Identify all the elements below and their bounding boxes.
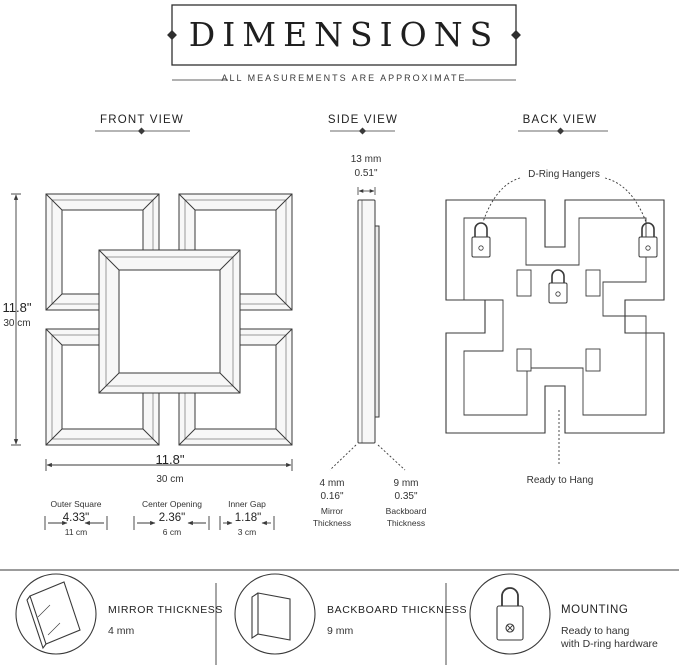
footer-rules bbox=[0, 569, 679, 665]
page-subtitle: ALL MEASUREMENTS ARE APPROXIMATE bbox=[221, 73, 467, 83]
inner-gap-cm: 3 cm bbox=[237, 527, 257, 537]
center-opening-inches: 2.36" bbox=[158, 512, 186, 524]
backboard-thickness-label-1: Backboard bbox=[385, 506, 427, 516]
footer-mirror-value: 4 mm bbox=[108, 625, 135, 637]
footer-mounting-value-2: with D-ring hardware bbox=[561, 638, 658, 650]
outer-square-cm: 11 cm bbox=[64, 527, 88, 537]
mirror-slab-icon bbox=[15, 573, 97, 655]
inner-gap-inches: 1.18" bbox=[234, 512, 262, 524]
footer-backboard-value: 9 mm bbox=[327, 625, 354, 637]
mirror-thickness-label-1: Mirror bbox=[320, 506, 344, 516]
width-inches: 11.8" bbox=[155, 452, 185, 467]
footer-mirror-heading: MIRROR THICKNESS bbox=[108, 604, 223, 616]
footer-mounting-value-1: Ready to hang bbox=[561, 625, 630, 637]
total-thickness-mm: 13 mm bbox=[350, 154, 382, 165]
height-inches: 11.8" bbox=[2, 300, 32, 315]
side-view-label: SIDE VIEW bbox=[327, 114, 399, 126]
side-view-leaders bbox=[329, 444, 406, 471]
d-ring-hanger-center bbox=[548, 269, 568, 304]
footer-backboard-heading: BACKBOARD THICKNESS bbox=[327, 604, 468, 616]
ready-to-hang-label: Ready to Hang bbox=[526, 475, 594, 486]
page-title: DIMENSIONS bbox=[188, 15, 500, 54]
front-view-label: FRONT VIEW bbox=[100, 114, 184, 126]
backboard-slab-icon bbox=[234, 573, 316, 655]
back-view-panel bbox=[445, 199, 665, 434]
mirror-thickness-mm: 4 mm bbox=[319, 478, 345, 489]
back-view-leaders bbox=[482, 177, 647, 466]
height-cm: 30 cm bbox=[3, 318, 31, 329]
center-opening-label: Center Opening bbox=[141, 499, 202, 509]
section-underlines bbox=[95, 127, 608, 135]
d-ring-hanger-right bbox=[638, 222, 658, 258]
d-ring-icon bbox=[469, 573, 551, 655]
back-view-label: BACK VIEW bbox=[522, 114, 598, 126]
d-ring-hangers-label: D-Ring Hangers bbox=[528, 169, 600, 180]
front-dimension-lines bbox=[11, 193, 293, 530]
footer-mounting-heading: MOUNTING bbox=[561, 604, 629, 616]
header-frame bbox=[167, 4, 521, 81]
backboard-thickness-mm: 9 mm bbox=[393, 478, 419, 489]
center-square bbox=[98, 249, 241, 394]
inner-gap-label: Inner Gap bbox=[228, 499, 266, 509]
front-view-mirror bbox=[45, 193, 293, 446]
backboard-thickness-in: 0.35" bbox=[394, 491, 418, 502]
total-thickness-in: 0.51" bbox=[354, 168, 378, 179]
side-view-profile bbox=[357, 187, 380, 444]
outer-square-inches: 4.33" bbox=[62, 512, 90, 524]
center-opening-cm: 6 cm bbox=[162, 527, 182, 537]
backboard-thickness-label-2: Thickness bbox=[386, 518, 426, 528]
mirror-thickness-label-2: Thickness bbox=[312, 518, 352, 528]
mirror-thickness-in: 0.16" bbox=[320, 491, 344, 502]
outer-square-label: Outer Square bbox=[50, 499, 102, 509]
d-ring-hanger-left bbox=[471, 222, 491, 258]
width-cm: 30 cm bbox=[156, 474, 184, 485]
